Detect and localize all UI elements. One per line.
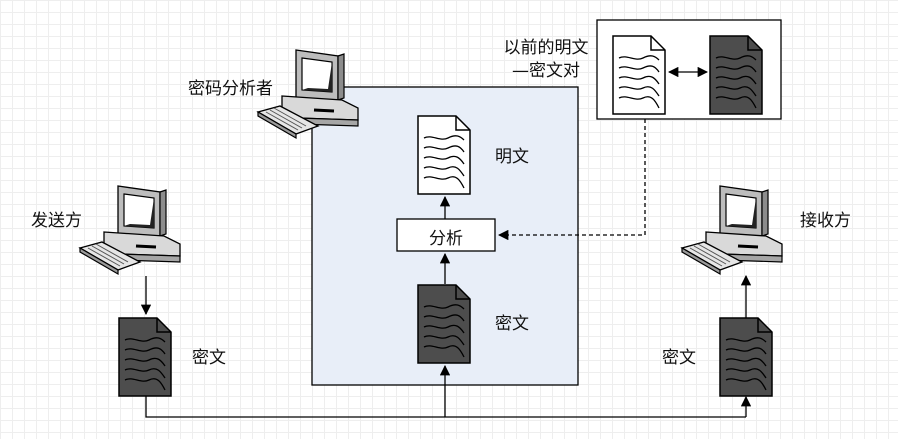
pair-plaintext-document-icon bbox=[612, 35, 666, 115]
pairs-label-line1: 以前的明文 bbox=[503, 38, 589, 58]
ciphertext-sender-label: 密文 bbox=[192, 348, 226, 368]
analysis-box bbox=[396, 218, 496, 252]
plaintext-document-icon bbox=[417, 115, 471, 195]
pairs-label-line2: —密文对 bbox=[512, 61, 580, 81]
bottom-bus-line bbox=[145, 396, 746, 418]
ciphertext-sender-document-icon bbox=[118, 317, 172, 397]
analysis-label: 分析 bbox=[429, 229, 463, 249]
plaintext-label: 明文 bbox=[495, 147, 529, 167]
cryptanalyst-label: 密码分析者 bbox=[188, 79, 273, 99]
receiver-label: 接收方 bbox=[800, 211, 851, 231]
sender-computer-icon bbox=[78, 184, 182, 276]
cryptanalyst-computer-icon bbox=[256, 48, 360, 140]
receiver-computer-icon bbox=[680, 184, 784, 276]
dashed-arrow-pairs-to-analysis bbox=[497, 119, 646, 241]
ciphertext-receiver-document-icon bbox=[719, 317, 773, 397]
sender-label: 发送方 bbox=[31, 211, 82, 231]
pair-ciphertext-document-icon bbox=[709, 35, 763, 115]
ciphertext-center-label: 密文 bbox=[495, 314, 529, 334]
ciphertext-receiver-label: 密文 bbox=[662, 348, 696, 368]
ciphertext-center-document-icon bbox=[417, 284, 471, 364]
